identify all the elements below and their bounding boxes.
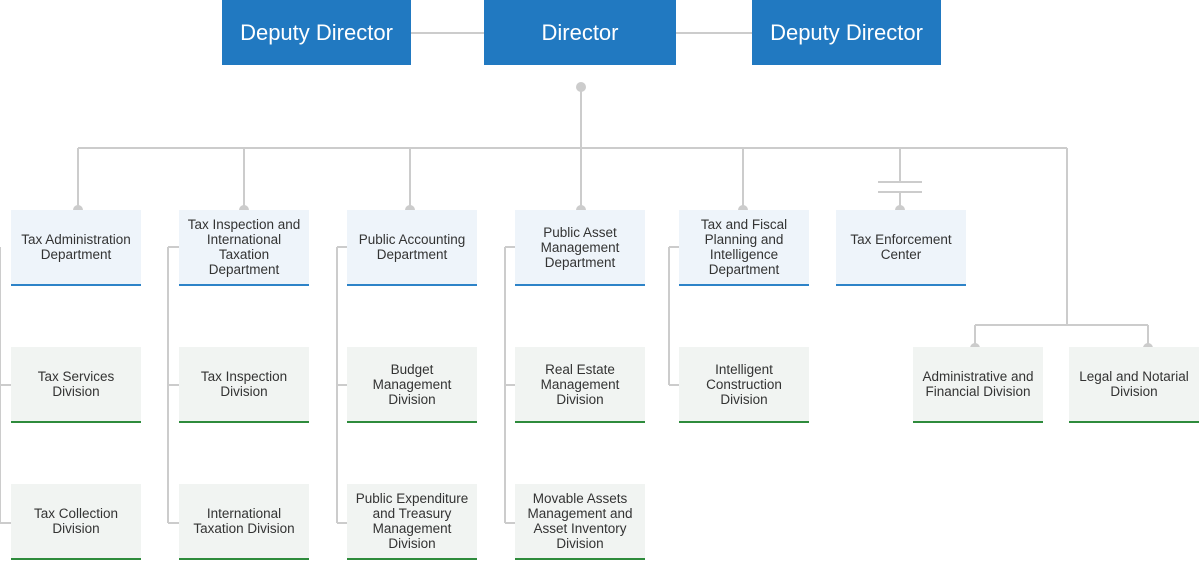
dept-tax-enforcement-center: Tax Enforcement Center <box>836 210 966 286</box>
dept-public-asset-management: Public Asset Management Department <box>515 210 645 286</box>
div-label: Tax Collection Division <box>33 506 119 536</box>
div-label: International Taxation Division <box>193 506 295 536</box>
deputy-director-right-label: Deputy Director <box>770 19 923 45</box>
div-movable-assets-inventory: Movable Assets Management and Asset Inve… <box>515 484 645 560</box>
div-tax-services: Tax Services Division <box>11 347 141 423</box>
dept-tax-inspection-international: Tax Inspection and International Taxatio… <box>179 210 309 286</box>
deputy-director-left-box: Deputy Director <box>222 0 411 65</box>
div-administrative-financial: Administrative and Financial Division <box>913 347 1043 423</box>
div-legal-notarial: Legal and Notarial Division <box>1069 347 1199 423</box>
div-label: Tax Inspection Division <box>200 369 288 399</box>
dept-label: Public Asset Management Department <box>540 224 620 270</box>
dept-public-accounting: Public Accounting Department <box>347 210 477 286</box>
div-tax-collection: Tax Collection Division <box>11 484 141 560</box>
div-label: Public Expenditure and Treasury Manageme… <box>355 491 469 551</box>
div-tax-inspection: Tax Inspection Division <box>179 347 309 423</box>
div-label: Budget Management Division <box>372 361 452 407</box>
deputy-director-right-box: Deputy Director <box>752 0 941 65</box>
director-box: Director <box>484 0 676 65</box>
director-label: Director <box>541 19 619 45</box>
div-label: Administrative and Financial Division <box>922 369 1034 399</box>
div-public-expenditure-treasury: Public Expenditure and Treasury Manageme… <box>347 484 477 560</box>
div-intelligent-construction: Intelligent Construction Division <box>679 347 809 423</box>
dept-label: Tax and Fiscal Planning and Intelligence… <box>700 217 788 277</box>
deputy-director-left-label: Deputy Director <box>240 19 393 45</box>
div-label: Tax Services Division <box>37 369 115 399</box>
dept-tax-fiscal-planning: Tax and Fiscal Planning and Intelligence… <box>679 210 809 286</box>
div-label: Real Estate Management Division <box>540 361 620 407</box>
dept-label: Tax Administration Department <box>21 232 131 262</box>
div-label: Intelligent Construction Division <box>706 361 782 407</box>
div-label: Legal and Notarial Division <box>1079 369 1189 399</box>
dept-tax-administration: Tax Administration Department <box>11 210 141 286</box>
div-budget-management: Budget Management Division <box>347 347 477 423</box>
div-label: Movable Assets Management and Asset Inve… <box>527 491 633 551</box>
dept-label: Tax Enforcement Center <box>850 232 952 262</box>
div-international-taxation: International Taxation Division <box>179 484 309 560</box>
dept-label: Public Accounting Department <box>358 232 466 262</box>
dept-label: Tax Inspection and International Taxatio… <box>187 217 301 277</box>
div-real-estate-management: Real Estate Management Division <box>515 347 645 423</box>
